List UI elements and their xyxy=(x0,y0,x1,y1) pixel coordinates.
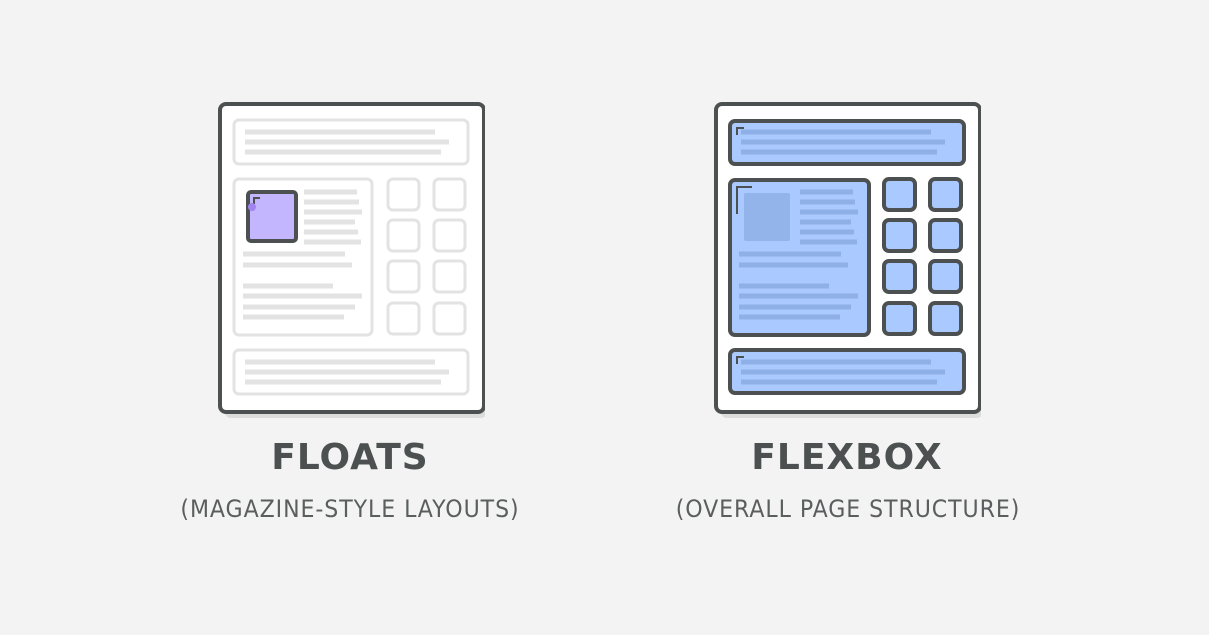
sidebar-grid xyxy=(386,177,467,336)
floats-title: FLOATS xyxy=(271,437,429,478)
flexbox-title: FLEXBOX xyxy=(751,437,943,478)
floats-panel xyxy=(215,100,485,420)
floats-layout-diagram xyxy=(218,102,485,418)
floats-subtitle: (MAGAZINE-STYLE LAYOUTS) xyxy=(180,495,520,523)
flexbox-subtitle: (OVERALL PAGE STRUCTURE) xyxy=(675,495,1021,523)
floated-image xyxy=(246,190,298,243)
flexbox-layout-diagram xyxy=(714,102,981,418)
header-box xyxy=(232,118,470,166)
footer-box xyxy=(232,348,470,396)
sidebar-grid xyxy=(882,177,963,336)
float-marker xyxy=(248,203,256,211)
flexbox-panel xyxy=(711,100,981,420)
content-box xyxy=(232,177,374,337)
